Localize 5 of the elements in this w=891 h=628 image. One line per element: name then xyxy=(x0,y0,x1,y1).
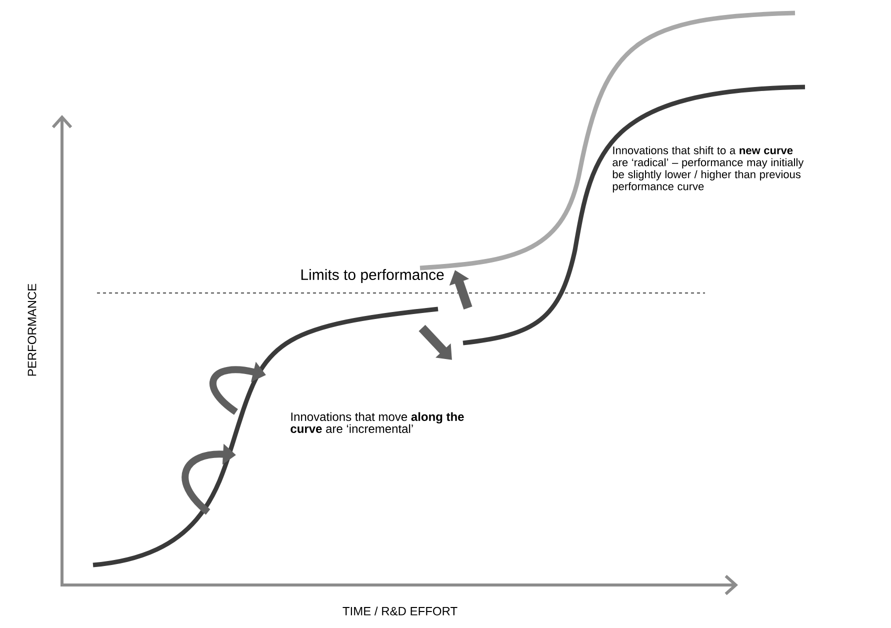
axis-label: TIME / R&D EFFORT xyxy=(342,606,458,616)
annotation-text: Innovations that shift to a new curve are ‘radical’ – performance may initially be slightly lower / higher than previous performance curve xyxy=(612,146,804,192)
annotation-text: Innovations that move along the curve are ‘incremental’ xyxy=(290,412,464,433)
axis-label: PERFORMANCE xyxy=(28,284,36,376)
limit-label: Limits to performance xyxy=(301,269,444,283)
